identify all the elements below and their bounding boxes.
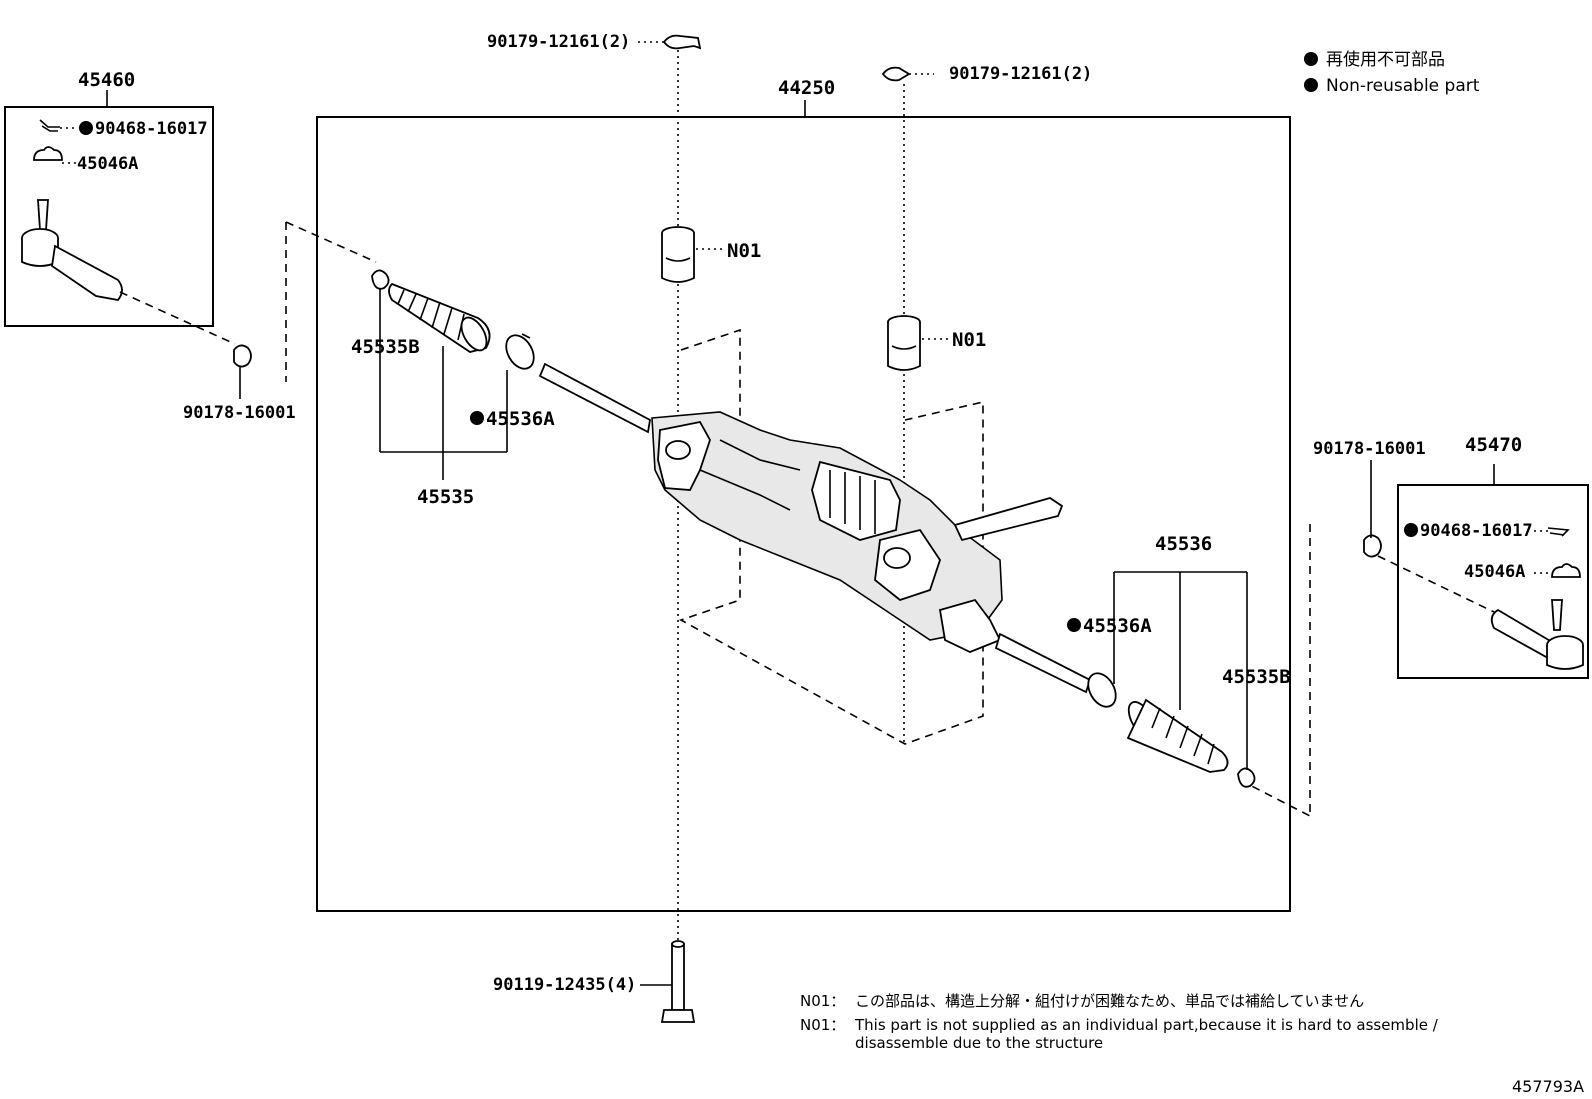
note-jp-text: この部品は、構造上分解・組付けが困難なため、単品では補給していません <box>855 992 1364 1010</box>
bushing-2-icon <box>887 315 921 371</box>
mounting-frame-left <box>679 328 984 745</box>
left-lock-nut-icon <box>233 344 252 368</box>
non-reusable-bullet-icon <box>470 411 484 425</box>
bushing-1-icon <box>661 226 695 283</box>
non-reusable-bullet-icon <box>1404 523 1418 537</box>
bushing-2-label: N01 <box>952 329 986 351</box>
legend-en: Non-reusable part <box>1326 76 1480 96</box>
left-boot-clamp-icon <box>505 333 535 370</box>
left-boot-clip-icon <box>371 269 390 290</box>
left-boot-icon <box>388 282 491 353</box>
main-assembly-label: 44250 <box>778 77 835 99</box>
non-reusable-bullet-icon <box>1304 78 1318 92</box>
main-assembly-box <box>316 116 1291 912</box>
left-castle-nut-label: 45046A <box>77 154 138 174</box>
left-lock-nut-label: 90178-16001 <box>183 403 296 423</box>
bushing-1-label: N01 <box>727 240 761 262</box>
right-boot-clip-label: 45535B <box>1222 666 1291 688</box>
non-reusable-bullet-icon <box>1067 618 1081 632</box>
right-boot-clip-icon <box>1237 767 1256 788</box>
left-tie-rod-end-icon <box>21 199 123 301</box>
right-lock-nut-label: 90178-16001 <box>1313 439 1426 459</box>
left-tie-rod-box <box>4 106 214 327</box>
left-boot-clip-label: 45535B <box>351 336 420 358</box>
top-left-clip-icon <box>662 34 702 50</box>
note-en-line1: This part is not supplied as an individu… <box>854 1016 1439 1034</box>
bolt-label: 90119-12435(4) <box>493 975 636 995</box>
left-tie-rod-dashed-link <box>119 291 236 345</box>
notes: N01： この部品は、構造上分解・組付けが困難なため、単品では補給していません … <box>800 992 1439 1052</box>
non-reusable-bullet-icon <box>1304 52 1318 66</box>
right-tie-rod-end-icon <box>1490 599 1584 670</box>
note-en-prefix: N01： <box>800 1016 845 1034</box>
right-cotter-pin-label: 90468-16017 <box>1420 521 1533 541</box>
right-castle-nut-label: 45046A <box>1464 562 1525 582</box>
note-en-line2: disassemble due to the structure <box>855 1034 1103 1052</box>
left-cotter-pin-label: 90468-16017 <box>95 119 208 139</box>
non-reusable-bullet-icon <box>79 121 93 135</box>
legend-jp: 再使用不可部品 <box>1326 49 1445 70</box>
bolt-icon <box>660 940 696 1023</box>
right-lock-nut-icon <box>1363 534 1382 558</box>
left-castle-nut-icon <box>33 146 63 161</box>
legend: 再使用不可部品 Non-reusable part <box>1304 49 1480 96</box>
right-tie-rod-assembly-label: 45470 <box>1465 434 1522 456</box>
right-tie-rod-box <box>1397 484 1589 679</box>
figure-id: 457793A <box>1512 1077 1584 1096</box>
top-right-clip-icon <box>881 66 911 82</box>
right-boot-clamp-label: 45536A <box>1083 615 1152 637</box>
right-boot-icon <box>1126 698 1229 773</box>
top-right-clip-label: 90179-12161(2) <box>949 64 1092 84</box>
left-boot-set-label: 45535 <box>417 486 474 508</box>
note-jp-prefix: N01： <box>800 992 845 1010</box>
left-tie-rod-assembly-label: 45460 <box>78 69 135 91</box>
right-castle-nut-icon <box>1551 563 1581 578</box>
right-boot-set-label: 45536 <box>1155 533 1212 555</box>
left-boot-clamp-label: 45536A <box>486 408 555 430</box>
steering-rack-housing-icon <box>538 362 1092 694</box>
right-boot-clamp-icon <box>1087 672 1117 708</box>
left-cotter-pin-icon <box>39 119 60 132</box>
right-cotter-pin-icon <box>1547 527 1570 537</box>
top-left-clip-label: 90179-12161(2) <box>487 32 630 52</box>
